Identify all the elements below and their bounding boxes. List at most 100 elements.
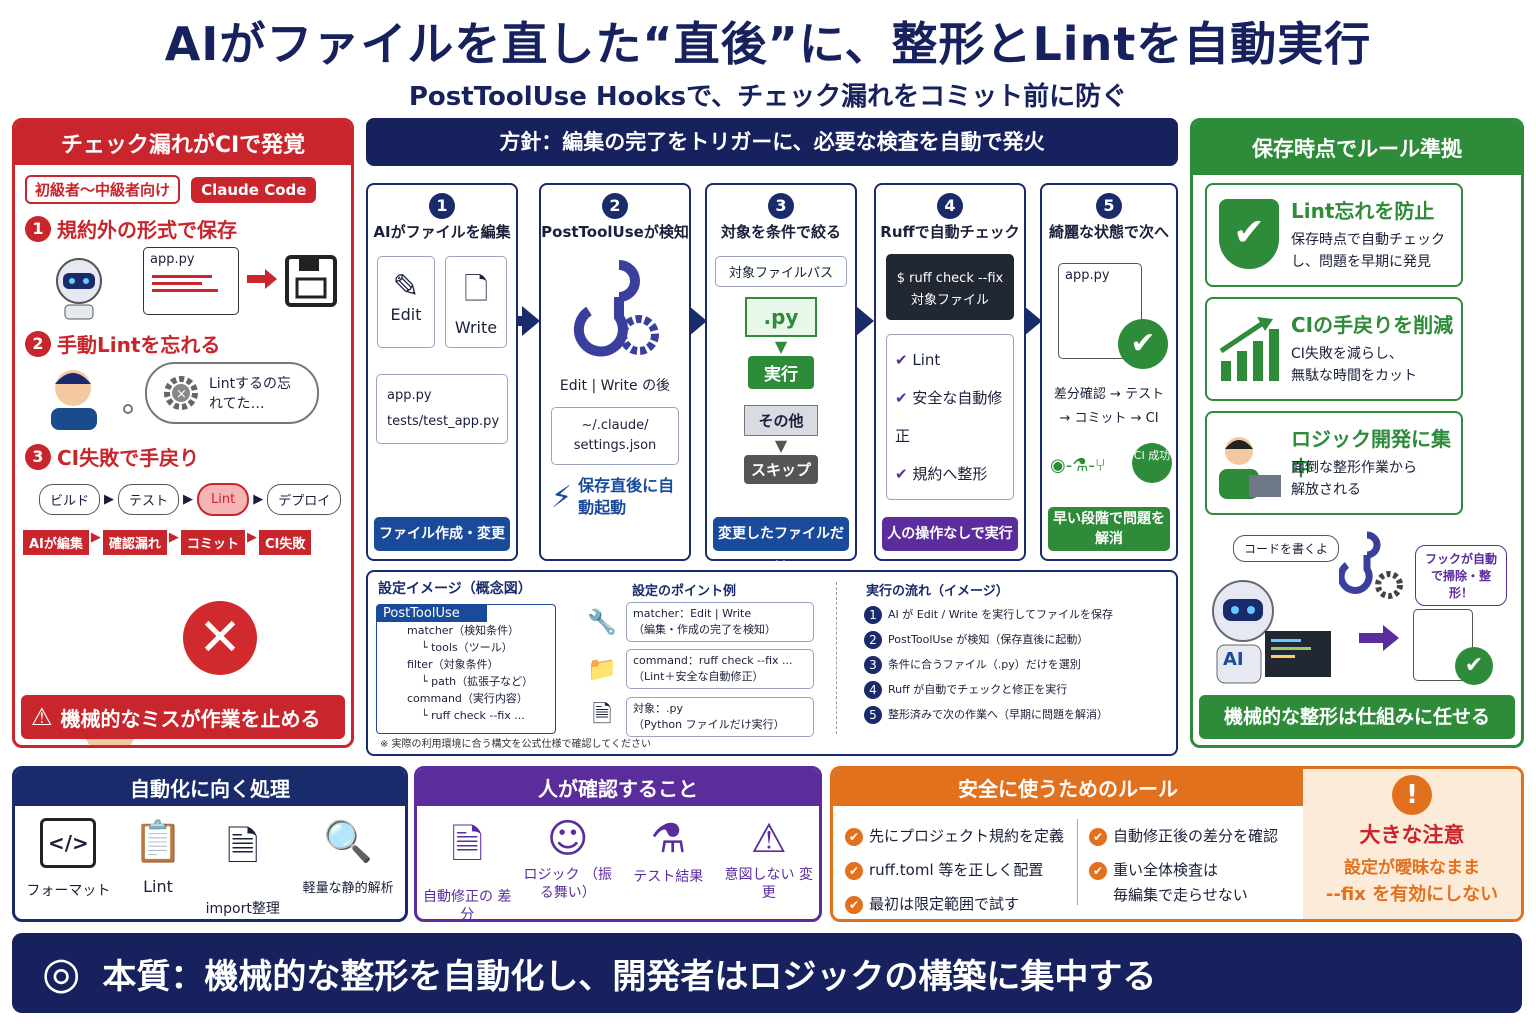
problem-2-illustration: × Lintするの忘れてた… <box>15 358 351 436</box>
hook-gear-icon <box>1339 531 1403 599</box>
step-3: 3 対象を条件で絞る 対象ファイルパス .py ▼ 実行 その他 ▼ スキップ … <box>705 183 857 576</box>
test-item: ⚗テスト結果 <box>623 816 713 919</box>
policy-heading: 方針：編集の完了をトリガーに、必要な検査を自動で発火 <box>366 118 1178 166</box>
shield-check-icon: ✔ <box>1219 199 1279 269</box>
config-points: 🔧matcher：Edit | Write（編集・作成の完了を検知） 📁comm… <box>578 600 814 740</box>
step-2: 2 PostToolUseが検知 Edit | Write の後 ~/.clau… <box>539 183 691 561</box>
flow-arrow <box>1024 306 1042 336</box>
save-icon <box>285 255 337 307</box>
product-tag: Claude Code <box>191 177 317 203</box>
pipeline-flow: ビルド▶ テスト▶ Lint▶ デプロイ <box>15 471 351 516</box>
arrow-right-icon <box>265 269 277 289</box>
error-x-icon: ✕ <box>183 601 257 675</box>
benefit-footer: 機械的な整形は仕組みに任せる <box>1199 695 1515 739</box>
pipeline-icon: ◉-⚗-⑂ <box>1050 455 1106 476</box>
problem-1-illustration: app.py <box>15 243 351 323</box>
clipboard-check-icon: 📋 <box>133 819 183 865</box>
developer-icon <box>1219 437 1281 499</box>
svg-text:×: × <box>176 387 187 402</box>
code-icon: </> <box>40 818 97 868</box>
import-item: 🗎import整理 <box>206 818 280 918</box>
problem-heading: チェック漏れがCIで発覚 <box>15 121 351 165</box>
robot-icon <box>56 258 102 320</box>
lint-item: 📋Lint <box>133 819 183 896</box>
auto-start-note: ⚡保存直後に自動起動 <box>551 476 675 517</box>
unintended-item: ⚠意図しない 変更 <box>724 816 813 901</box>
check-list: ✔ Lint ✔ 安全な自動修正 ✔ 規約へ整形 <box>886 334 1014 500</box>
rules-right: ✔自動修正後の差分を確認 ✔重い全体検査は 毎編集で走らせない <box>1089 819 1278 903</box>
skip-branch: スキップ <box>744 455 818 484</box>
arrow-right-icon <box>1359 633 1387 643</box>
hook-gear-icon <box>573 260 659 357</box>
page-title: AIがファイルを直した“直後”に、整形とLintを自動実行 <box>164 17 1372 71</box>
magnifier-icon: 🔍 <box>323 819 374 865</box>
benefit-panel: 保存時点でルール準拠 ✔ Lint忘れを防止 保存時点で自動チェックし、問題を早… <box>1190 118 1524 748</box>
file-arrow-icon: 🗎 <box>226 824 259 870</box>
other-branch: その他 <box>744 405 818 436</box>
chart-up-icon <box>1219 317 1279 381</box>
robot-laptop-icon <box>1212 580 1331 684</box>
speech-bubble-robot: コードを書くよ <box>1233 535 1340 562</box>
essence-banner: ◎ 本質：機械的な整形を自動化し、開発者はロジックの構築に集中する <box>12 933 1522 1013</box>
pencil-icon: ✎ <box>392 267 420 305</box>
run-branch: 実行 <box>748 356 814 389</box>
flow-arrow <box>522 306 540 336</box>
wrench-icon: 🔧 <box>587 608 617 636</box>
automation-panel: 自動化に向く処理 </>フォーマット 📋Lint 🗎import整理 🔍軽量な静… <box>12 766 408 922</box>
brain-icon: ☺ <box>546 816 589 862</box>
check-circle-icon: ✔ <box>1118 319 1168 369</box>
settings-path: ~/.claude/ settings.json <box>551 407 679 465</box>
failure-chain: AIが編集▶ 確認漏れ▶ コミット▶ CI失敗 <box>15 516 351 555</box>
ci-success-badge: CI 成功 <box>1132 443 1172 483</box>
lint-failed-stage: Lint <box>197 483 250 516</box>
lightning-icon: ⚡ <box>551 479 573 515</box>
gear-error-icon: × <box>164 376 198 410</box>
benefit-2: CIの手戻りを削減 CI失敗を減らし、無駄な時間をカット <box>1205 297 1463 401</box>
py-filter: .py <box>745 297 817 337</box>
speech-bubble-hook: フックが自動で掃除・整形！ <box>1415 545 1507 606</box>
worried-person-icon <box>51 370 97 430</box>
level-tag: 初級者〜中級者向け <box>25 175 181 204</box>
new-file-icon: 🗋 <box>463 272 489 307</box>
analysis-item: 🔍軽量な静的解析 <box>302 819 394 896</box>
page-subtitle: PostToolUse Hooksで、チェック漏れをコミット前に防ぐ <box>408 82 1128 112</box>
flow-arrow <box>856 306 874 336</box>
config-tree: PostToolUse matcher（検知条件） └ tools（ツール） f… <box>376 604 556 734</box>
arrow-right-icon <box>1383 625 1399 651</box>
write-tool: 🗋Write <box>445 256 507 348</box>
document-icon: 🗎 <box>592 699 612 728</box>
problem-file: app.py <box>143 247 239 315</box>
caution-box: ! 大きな注意 設定が曖昧なまま --fix を有効にしない <box>1303 769 1521 919</box>
thought-bubble-dot <box>123 404 133 414</box>
warning-icon: ! <box>1392 775 1432 815</box>
step-5: 5 綺麗な状態で次へ app.py ✔ 差分確認 → テスト → コミット → … <box>1040 183 1178 561</box>
folder-icon: 📁 <box>587 655 617 683</box>
format-item: </>フォーマット <box>26 818 110 918</box>
benefit-3: ロジック開発に集中 面倒な整形作業から解放される <box>1205 411 1463 515</box>
rules-left: ✔先にプロジェクト規約を定義 ✔ruff.toml 等を正しく配置 ✔最初は限定… <box>845 819 1064 919</box>
warning-icon: ⚠ <box>31 703 53 731</box>
flow-arrow <box>689 306 707 336</box>
document-icon: 🗎 <box>451 822 484 868</box>
arrow-right-icon <box>247 275 269 283</box>
edit-tool: ✎Edit <box>377 256 435 348</box>
target-icon: ◎ <box>42 947 81 999</box>
thought-bubble: × Lintするの忘れてた… <box>145 362 319 424</box>
diff-item: 🗎自動修正の 差分 <box>422 816 512 919</box>
human-review-panel: 人が確認すること 🗎自動修正の 差分 ☺ロジック （振る舞い） ⚗テスト結果 ⚠… <box>414 766 822 922</box>
rules-panel: 安全に使うためのルール ✔先にプロジェクト規約を定義 ✔ruff.toml 等を… <box>830 766 1524 922</box>
check-circle-icon: ✔ <box>1455 647 1493 685</box>
warning-icon: ⚠ <box>750 816 787 862</box>
logic-item: ☺ロジック （振る舞い） <box>523 816 612 901</box>
problem-alert: ⚠機械的なミスが作業を止める <box>21 695 345 739</box>
benefit-1: ✔ Lint忘れを防止 保存時点で自動チェックし、問題を早期に発見 <box>1205 183 1463 287</box>
